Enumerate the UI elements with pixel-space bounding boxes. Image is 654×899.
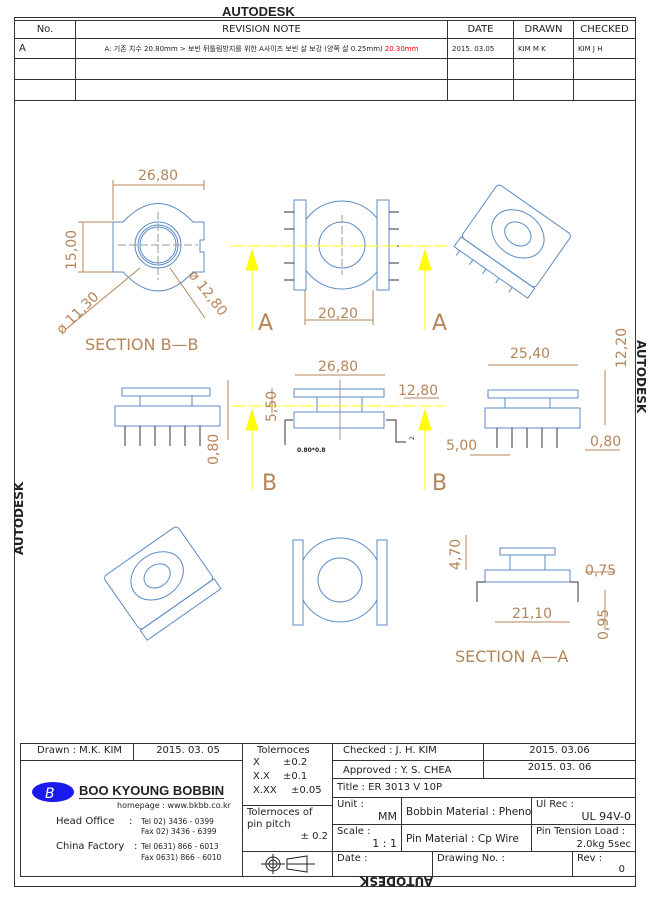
head-office-label: Head Office — [56, 816, 115, 827]
section-lines — [230, 245, 450, 490]
bottom-view — [292, 537, 388, 626]
bobbin-material: Bobbin Material : Phenol — [401, 797, 532, 825]
third-angle-projection-icon — [261, 854, 315, 874]
approved-date: 2015. 03. 06 — [483, 760, 636, 779]
tolerances-title: Tolernoces — [257, 745, 310, 756]
pin-tension: Pin Tension Load :2.0kg 5sec — [531, 824, 636, 852]
side-view-left — [114, 387, 221, 446]
drawing-title: Title : ER 3013 V 10P — [332, 778, 636, 798]
dim-text: 4,70 — [448, 539, 464, 570]
dim-text: 20,20 — [318, 306, 358, 322]
dim-text: 0,80 — [590, 434, 621, 450]
company-info: B BOO KYOUNG BOBBIN homepage : www.bkbb.… — [20, 760, 243, 877]
checked-date: 2015. 03.06 — [483, 743, 636, 761]
tolerance-row: X.X±0.1 — [253, 771, 308, 782]
homepage: homepage : www.bkbb.co.kr — [117, 801, 231, 810]
china-factory-fax: Fax 0631) 866 - 6010 — [141, 853, 222, 862]
pin-pitch-tolerance: Tolernoces of pin pitch ± 0.2 — [242, 805, 333, 852]
section-label-a: A — [258, 311, 273, 336]
unit: Unit :MM — [332, 797, 402, 825]
drawn-by: Drawn : M.K. KIM — [20, 743, 134, 761]
side-view-center — [284, 380, 406, 445]
china-factory-tel: Tel 0631) 866 - 6013 — [141, 842, 219, 851]
section-label-b: B — [432, 471, 447, 496]
dim-text: 26,80 — [138, 168, 178, 184]
dim-text: 5,00 — [446, 438, 477, 454]
iso-view-bottom — [104, 526, 222, 641]
tolerance-row: X.XX±0.05 — [253, 785, 322, 796]
rev-empty — [573, 79, 636, 101]
dim-text: 21,10 — [512, 606, 552, 622]
section-label-b: B — [262, 471, 277, 496]
ul-rating: Ul Rec :UL 94V-0 — [531, 797, 636, 825]
section-aa-view — [476, 547, 579, 602]
bobbin-views — [104, 184, 581, 641]
rev-note-red: 20.30mm — [384, 44, 419, 53]
watermark-top: AUTODESK — [222, 4, 295, 19]
checked-by: Checked : J. H. KIM — [332, 743, 484, 761]
top-view — [284, 199, 399, 291]
head-office-fax: Fax 02) 3436 - 6399 — [141, 827, 217, 836]
iso-view-top — [453, 184, 571, 299]
date-field: Date : — [332, 851, 433, 877]
pin-note: 0.80*0.8 — [297, 447, 326, 454]
sheet-border — [14, 17, 636, 887]
dim-text: 12,80 — [398, 383, 438, 399]
dim-text: ø 11,30 — [54, 289, 103, 338]
tolerances: Tolernoces X±0.2 X.X±0.1 X.XX±0.05 — [242, 743, 333, 806]
dim-text: 26,80 — [318, 359, 358, 375]
tolerance-row: X±0.2 — [253, 757, 308, 768]
scale: Scale :1 : 1 — [332, 824, 402, 852]
rev-note-text: A: 기존 치수 20.80mm > 보빈 뒤틀림방지를 위한 A사이즈 보빈 … — [104, 44, 383, 53]
side-view-right — [484, 389, 581, 448]
section-aa-label: SECTION A—A — [455, 647, 569, 666]
china-factory-label: China Factory — [56, 841, 125, 852]
head-office-tel: Tel 02) 3436 - 0399 — [141, 817, 214, 826]
dimension-lines — [64, 180, 620, 630]
dim-text: 0,75 — [585, 563, 616, 579]
drawn-date: 2015. 03. 05 — [133, 743, 243, 761]
revision-number: Rev :0 — [572, 851, 636, 877]
company-name: BOO KYOUNG BOBBIN — [79, 783, 225, 799]
technical-drawing: 26,80 15,00 ø 11,30 ø 12,80 SECTION B—B … — [54, 168, 630, 666]
pin-material: Pin Material : Cp Wire — [401, 824, 532, 852]
svg-text:B: B — [45, 786, 55, 802]
dim-text: 0,80 — [206, 434, 222, 465]
pin-pitch-value: ± 0.2 — [300, 831, 328, 842]
dim-text: 0,95 — [596, 609, 612, 640]
pin-height-note: 2 — [409, 436, 416, 440]
dim-text: 15,00 — [64, 230, 80, 270]
pin-pitch-title: Tolernoces of pin pitch — [247, 807, 313, 830]
company-logo-icon: B — [32, 782, 74, 802]
dim-text: ø 12,80 — [185, 268, 230, 320]
approved-by: Approved : Y. S. CHEA — [332, 760, 484, 779]
section-bb-view — [112, 203, 205, 292]
drawing-number: Drawing No. : — [432, 851, 573, 877]
section-label-a: A — [432, 311, 447, 336]
section-bb-label: SECTION B—B — [85, 335, 199, 354]
dim-text: 5,50 — [264, 391, 280, 422]
dim-text: 12,20 — [614, 328, 630, 368]
dim-text: 25,40 — [510, 346, 550, 362]
projection-symbol — [242, 851, 333, 877]
